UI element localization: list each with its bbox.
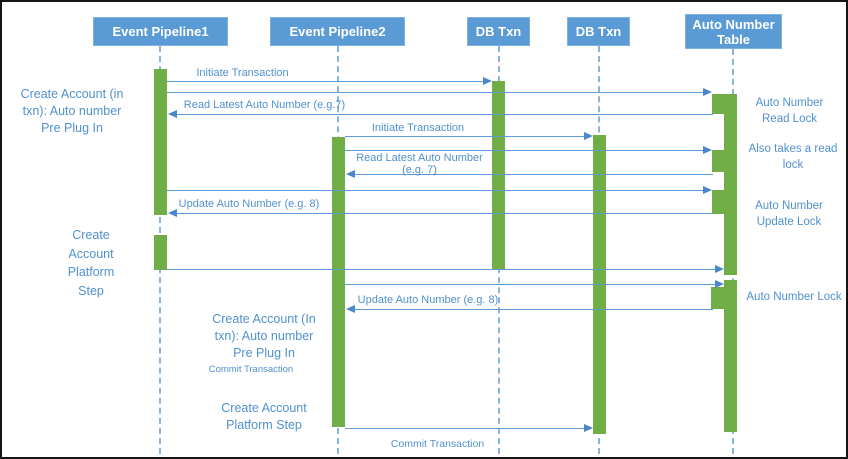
header-db-txn-2: DB Txn xyxy=(567,17,630,46)
arrow-read-latest-reply-2 xyxy=(346,170,713,178)
arrow-update-reply-2 xyxy=(346,305,713,313)
activity-label-ep1-pre-plugin: Create Account (in txn): Auto number Pre… xyxy=(20,87,124,135)
message-label-update-auto-number-1: Update Auto Number (e.g. 8) xyxy=(178,198,320,210)
arrow-read-latest-reply-1 xyxy=(168,110,713,118)
activity-label-ep2-pre-plugin: Create Account (In txn): Auto number Pre… xyxy=(212,312,316,360)
header-db-txn-1: DB Txn xyxy=(467,17,530,46)
arrow-initiate-transaction-1 xyxy=(167,77,492,85)
header-event-pipeline2: Event Pipeline2 xyxy=(270,17,405,46)
arrow-update-reply-1 xyxy=(168,209,713,217)
arrow-ep1-final-write xyxy=(167,265,724,273)
message-label-update-auto-number-2: Update Auto Number (e.g. 8) xyxy=(357,294,499,306)
activation-auto-number-1 xyxy=(724,94,737,275)
lock-bar-update xyxy=(712,190,724,214)
activation-auto-number-2 xyxy=(724,280,737,432)
lock-label-final-lock: Auto Number Lock xyxy=(746,291,842,303)
activity-label-ep2-platform-step: Create Account Platform Step xyxy=(221,401,307,432)
activation-event-pipeline2 xyxy=(332,137,345,427)
arrow-commit-transaction-2 xyxy=(345,424,593,432)
message-label-commit-transaction-2: Commit Transaction xyxy=(390,438,485,450)
lock-bar-read-2 xyxy=(712,150,724,172)
message-label-read-latest-2: Read Latest Auto Number (e.g. 7) xyxy=(356,152,483,176)
lock-label-read-lock: Auto Number Read Lock xyxy=(755,97,824,125)
message-label-initiate-transaction-2: Initiate Transaction xyxy=(371,122,465,134)
activation-event-pipeline1-platform xyxy=(154,235,167,270)
lock-label-also-read-lock: Also takes a read lock xyxy=(748,143,838,171)
lock-label-update-lock: Auto Number Update Lock xyxy=(755,200,823,228)
message-label-commit-transaction-1: Commit Transaction xyxy=(208,364,294,375)
activation-event-pipeline1-txn xyxy=(154,69,167,215)
arrow-read-request-2 xyxy=(345,146,712,154)
arrow-update-request-1 xyxy=(167,186,712,194)
lock-bar-read-1 xyxy=(712,94,724,114)
header-event-pipeline1: Event Pipeline1 xyxy=(93,17,228,46)
lock-bar-final xyxy=(711,287,724,309)
message-label-read-latest-1: Read Latest Auto Number (e.g.7) xyxy=(183,99,346,111)
arrow-update-request-2 xyxy=(345,280,724,288)
header-auto-number-table: Auto Number Table xyxy=(685,14,782,49)
arrow-initiate-transaction-2 xyxy=(345,132,593,140)
arrow-read-request-1 xyxy=(167,88,712,96)
message-label-initiate-transaction-1: Initiate Transaction xyxy=(196,67,289,79)
activity-label-ep1-platform-step: Create Account Platform Step xyxy=(67,228,115,298)
activation-db-txn-1 xyxy=(492,81,505,270)
